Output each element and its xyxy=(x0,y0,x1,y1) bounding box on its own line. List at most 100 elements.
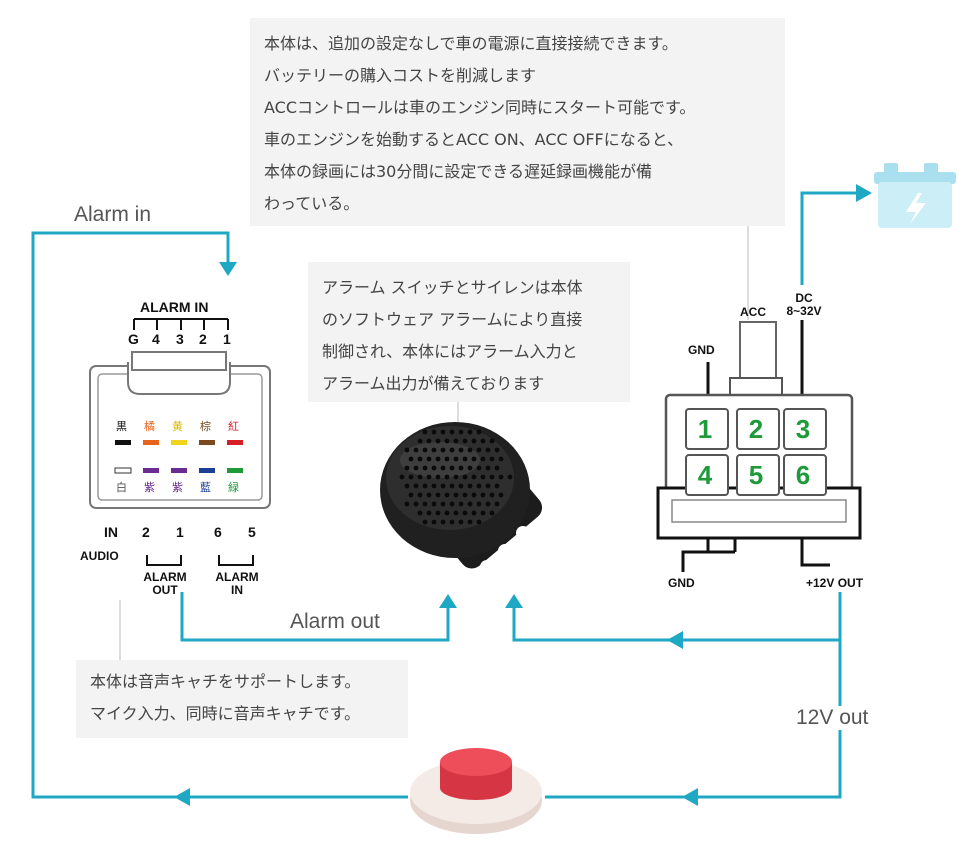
note-line: バッテリーの購入コストを削減します xyxy=(264,66,537,85)
grille-hole xyxy=(431,447,437,453)
grille-hole xyxy=(449,501,455,507)
grille-hole xyxy=(494,465,500,471)
note-line: 本体の録画には30分間に設定できる遅延録画機能が備 xyxy=(264,162,653,181)
alarm-in-label: Alarm in xyxy=(70,203,156,227)
wire-label-white: 白 xyxy=(116,481,127,494)
grille-hole xyxy=(444,492,450,498)
grille-hole xyxy=(471,474,477,480)
arrow-alarm-in xyxy=(219,262,237,276)
grille-hole xyxy=(404,483,410,489)
grille-hole xyxy=(480,510,486,516)
alarm-connector-body xyxy=(89,351,271,509)
wire-label-black: 黒 xyxy=(116,420,127,433)
grille-hole xyxy=(476,429,482,435)
note-line: アラーム出力が備えております xyxy=(322,374,545,393)
grille-hole xyxy=(426,456,432,462)
pin-cell xyxy=(783,408,827,450)
grille-hole xyxy=(413,465,419,471)
pin-cell xyxy=(783,454,827,496)
wire-label-purple: 紫 xyxy=(172,481,183,494)
grille-hole xyxy=(494,447,500,453)
grille-hole xyxy=(476,519,482,525)
grille-hole xyxy=(435,492,441,498)
note-line: 本体は、追加の設定なしで車の電源に直接接続できます。 xyxy=(264,34,678,53)
grille-hole xyxy=(458,483,464,489)
wire-arrows xyxy=(174,184,872,806)
pin-label-2b: 2 xyxy=(142,524,150,540)
note-line: 車のエンジンを始動するとACC ON、ACC OFFになると、 xyxy=(264,130,684,149)
grille-hole xyxy=(467,501,473,507)
wire-swatch xyxy=(199,468,215,473)
grille-hole xyxy=(422,465,428,471)
grille-hole xyxy=(453,474,459,480)
grille-hole xyxy=(471,456,477,462)
grille-hole xyxy=(444,474,450,480)
pin-label-1b: 1 xyxy=(176,524,184,540)
grille-hole xyxy=(399,474,405,480)
note-line: のソフトウェア アラームにより直接 xyxy=(322,310,583,329)
alarm-out-line1: ALARM xyxy=(143,570,187,584)
alarm-in-line1: ALARM xyxy=(215,570,259,584)
grille-hole xyxy=(404,447,410,453)
pin-label-1: 1 xyxy=(223,331,231,347)
wire-swatch xyxy=(171,468,187,473)
note-line: わっている。 xyxy=(264,194,360,213)
power-pin-2: 2 xyxy=(748,414,764,444)
pin-label-3: 3 xyxy=(176,331,184,347)
wire-swatch xyxy=(143,468,159,473)
grille-hole xyxy=(467,429,473,435)
grille-hole xyxy=(462,474,468,480)
grille-hole xyxy=(485,465,491,471)
wire-label-orange: 橘 xyxy=(144,420,155,433)
grille-hole xyxy=(408,474,414,480)
note-line: マイク入力、同時に音声キャチです。 xyxy=(90,704,361,723)
wire-label-red: 紅 xyxy=(228,420,239,433)
note-line: アラーム スイッチとサイレンは本体 xyxy=(322,278,583,297)
grille-hole xyxy=(431,465,437,471)
arrow-speaker xyxy=(505,594,523,608)
grille-hole xyxy=(480,474,486,480)
alarm-out-pin-label: ALARM OUT xyxy=(140,571,190,597)
wire-label-yellow: 黄 xyxy=(172,420,183,433)
grille-hole xyxy=(431,483,437,489)
grille-hole xyxy=(413,447,419,453)
grille-hole xyxy=(417,456,423,462)
grille-hole xyxy=(449,519,455,525)
grille-hole xyxy=(485,483,491,489)
grille-hole xyxy=(467,447,473,453)
arrow-alarm-out xyxy=(439,594,457,608)
wire-label-blue: 藍 xyxy=(200,481,211,494)
arrow-battery xyxy=(856,184,872,202)
grille-hole xyxy=(444,456,450,462)
grille-hole xyxy=(449,483,455,489)
grille-hole xyxy=(404,465,410,471)
grille-hole xyxy=(426,492,432,498)
grille-hole xyxy=(431,501,437,507)
grille-hole xyxy=(422,447,428,453)
arrow-button-left xyxy=(174,788,190,806)
grille-hole xyxy=(422,483,428,489)
note-power-acc: 本体は、追加の設定なしで車の電源に直接接続できます。 バッテリーの購入コストを削… xyxy=(250,18,785,226)
siren-speaker xyxy=(380,422,543,574)
grille-hole xyxy=(453,456,459,462)
grille-hole xyxy=(435,510,441,516)
wire-swatch xyxy=(171,440,187,445)
speaker-grille xyxy=(399,429,513,525)
wire-swatch xyxy=(115,440,131,445)
grille-hole xyxy=(462,438,468,444)
grille-hole xyxy=(458,465,464,471)
pin-label-g: G xyxy=(128,331,139,347)
pin-label-2: 2 xyxy=(199,331,207,347)
alarm-out-bracket xyxy=(146,555,182,566)
grille-hole xyxy=(453,438,459,444)
wire-swatch xyxy=(114,467,132,474)
acc-label: ACC xyxy=(740,305,766,319)
alarm-in-bracket xyxy=(133,318,229,330)
grille-hole xyxy=(462,510,468,516)
grille-hole xyxy=(435,456,441,462)
grille-hole xyxy=(494,501,500,507)
grille-hole xyxy=(422,429,428,435)
grille-hole xyxy=(489,456,495,462)
pin-label-6: 6 xyxy=(214,524,222,540)
